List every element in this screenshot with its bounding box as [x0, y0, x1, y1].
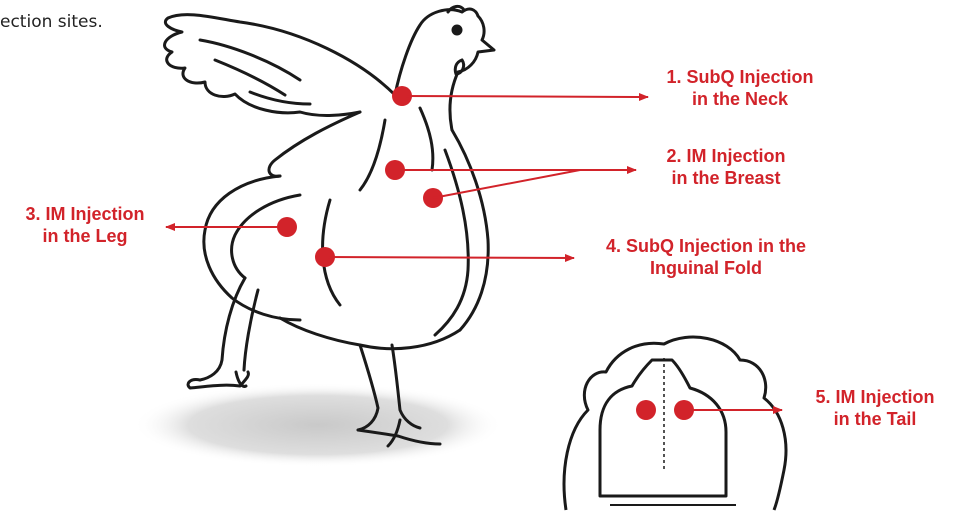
label-line: Inguinal Fold: [576, 257, 836, 279]
label-neck-injection: 1. SubQ Injection in the Neck: [640, 66, 840, 110]
ground-shadow: [133, 383, 503, 467]
label-line: in the Neck: [640, 88, 840, 110]
site-dot-tail-left: [636, 400, 656, 420]
label-line: 4. SubQ Injection in the: [576, 235, 836, 257]
label-line: 5. IM Injection: [790, 386, 954, 408]
label-line: 1. SubQ Injection: [640, 66, 840, 88]
arrow-neck: [402, 96, 648, 97]
label-inguinal-injection: 4. SubQ Injection in the Inguinal Fold: [576, 235, 836, 279]
label-breast-injection: 2. IM Injection in the Breast: [626, 145, 826, 189]
label-line: in the Leg: [0, 225, 170, 247]
label-line: 3. IM Injection: [0, 203, 170, 225]
label-line: in the Tail: [790, 408, 954, 430]
caption-fragment: ection sites.: [0, 12, 103, 32]
label-line: 2. IM Injection: [626, 145, 826, 167]
tail-inset: [564, 337, 786, 510]
label-tail-injection: 5. IM Injection in the Tail: [790, 386, 954, 430]
label-leg-injection: 3. IM Injection in the Leg: [0, 203, 170, 247]
arrow-inguinal: [325, 257, 574, 258]
label-line: in the Breast: [626, 167, 826, 189]
